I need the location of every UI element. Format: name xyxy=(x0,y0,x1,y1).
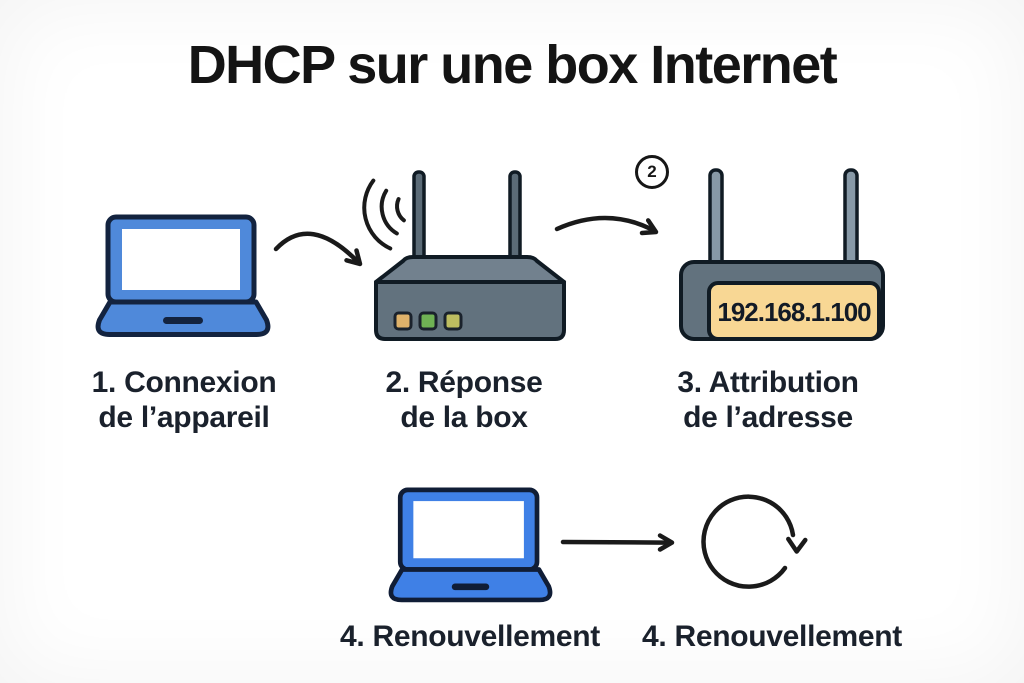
ip-address-label: 192.168.1.100 xyxy=(717,296,871,327)
laptop-icon xyxy=(95,214,271,337)
step2-label-line1: 2. Réponse xyxy=(385,366,543,399)
step2-label-line2: de la box xyxy=(400,401,528,434)
step1-label-line1: 1. Connexion xyxy=(91,366,277,399)
laptop-notch xyxy=(163,317,203,324)
step1-label-line2: de l’appareil xyxy=(98,401,270,434)
laptop-screen xyxy=(413,501,524,559)
wifi-waves-icon xyxy=(362,178,406,251)
step2-badge-number: 2 xyxy=(647,162,657,181)
step3-label-line1: 3. Attribution xyxy=(677,366,859,399)
step3-label: 3. Attribution de l’adresse xyxy=(628,365,908,435)
wifi-router-icon xyxy=(374,170,566,341)
router-led xyxy=(393,311,413,331)
step4-laptop-label: 4. Renouvellement xyxy=(340,620,600,653)
arrow-laptop-to-cycle xyxy=(560,533,675,552)
ip-panel xyxy=(707,281,881,341)
arrow-router-to-router xyxy=(554,215,659,236)
router-with-ip-icon xyxy=(679,168,885,341)
router-led xyxy=(418,311,438,331)
laptop-screen xyxy=(122,229,240,290)
step2-badge: 2 xyxy=(635,155,669,189)
laptop-notch xyxy=(451,583,490,591)
step1-label: 1. Connexion de l’appareil xyxy=(44,365,324,435)
step2-label: 2. Réponse de la box xyxy=(324,365,604,435)
router-led xyxy=(443,311,463,331)
step4-cycle-label: 4. Renouvellement xyxy=(642,620,902,653)
refresh-cycle-icon xyxy=(701,494,808,589)
page-title: DHCP sur une box Internet xyxy=(187,35,838,95)
router-top xyxy=(374,255,566,284)
arrow-laptop-to-router xyxy=(273,231,363,267)
laptop-icon xyxy=(388,487,553,603)
step3-label-line2: de l’adresse xyxy=(683,401,853,434)
